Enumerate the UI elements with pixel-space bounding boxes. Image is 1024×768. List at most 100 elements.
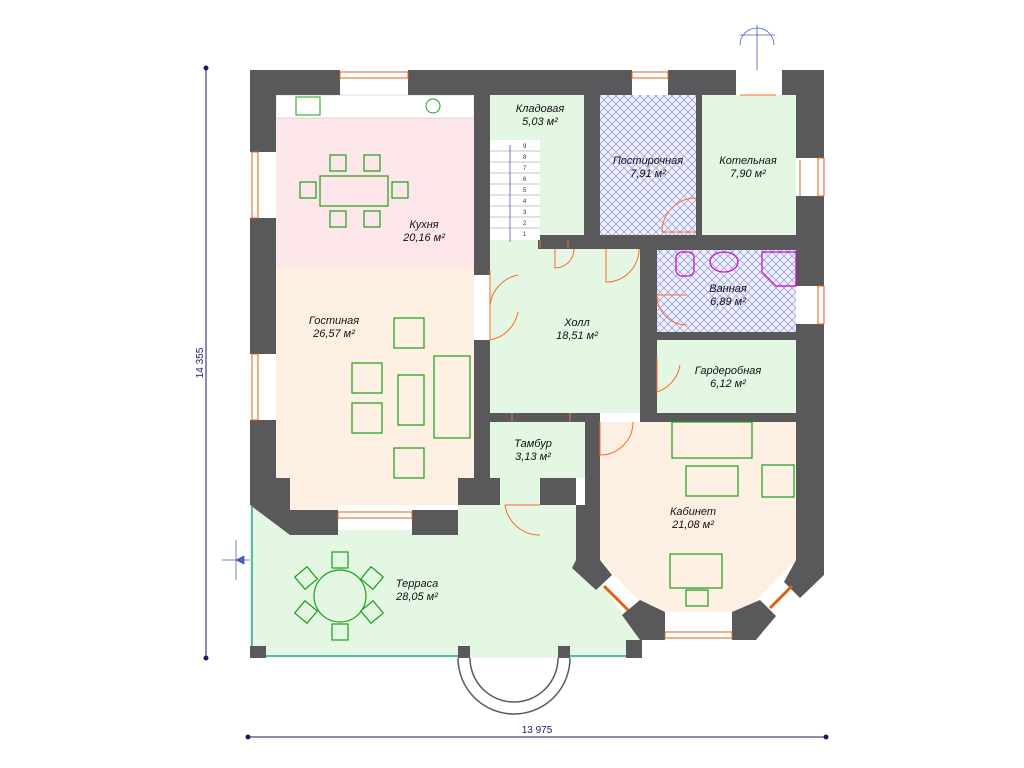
side-entry-arrowhead-icon: [235, 555, 245, 565]
window-top-kitchen: [339, 71, 409, 79]
room-name-kabinet: Кабинет: [670, 506, 716, 518]
terrace-post-right: [626, 640, 642, 658]
room-name-terrasa: Терраса: [396, 578, 438, 590]
toilet-icon: [675, 251, 695, 277]
wall-study-left-bay: [572, 505, 612, 590]
window-study-bottom: [664, 631, 733, 639]
shower-icon: [761, 251, 797, 287]
wall-living-left-bay: [250, 478, 338, 535]
stair-step-number: 2: [523, 221, 527, 227]
wall-bath-top: [640, 235, 796, 250]
kitchen-floor: [276, 118, 474, 268]
window-top-laundry: [631, 71, 669, 79]
wall-bath-wardrobe: [657, 332, 796, 340]
bathroom-fixtures: [675, 251, 797, 287]
wall-hall-top: [538, 235, 656, 249]
room-area-gostinaya: 26,57 м²: [312, 328, 355, 340]
window-study-right-diag: [768, 584, 794, 610]
porch-inner-arc: [469, 657, 559, 703]
wall-hall-right: [640, 235, 657, 415]
dimension-lines: [203, 65, 829, 740]
room-name-holl: Холл: [563, 317, 589, 329]
terrace-floor: [250, 478, 640, 658]
windows: [251, 71, 825, 657]
room-name-kotelnaya: Котельная: [719, 155, 777, 167]
back-entry-arrow-icon: [739, 25, 775, 70]
laundry-floor: [600, 95, 696, 235]
room-name-postirochnaya: Постирочная: [613, 155, 683, 167]
study-floor: [600, 422, 796, 612]
room-name-garderobnaya: Гардеробная: [695, 365, 762, 377]
wall-right-1: [796, 70, 824, 158]
door-hall-bath: [605, 248, 640, 283]
stair-step-number: 1: [523, 232, 527, 238]
door-entry: [504, 504, 541, 536]
terrace-post-left: [250, 646, 266, 658]
room-area-kabinet: 21,08 м²: [671, 519, 714, 531]
stair-block: [490, 140, 540, 240]
wall-study-bottom-left: [622, 600, 665, 640]
doors: [489, 94, 776, 536]
wardrobe-floor: [657, 340, 796, 415]
room-area-kladovaya: 5,03 м²: [522, 116, 558, 128]
kitchen-dining-table: [299, 154, 409, 228]
window-living-bay: [337, 511, 413, 519]
stair-step-number: 7: [523, 166, 527, 172]
room-area-kotelnaya: 7,90 м²: [730, 168, 766, 180]
wall-laundry-boiler: [696, 95, 702, 235]
door-laundry: [661, 197, 697, 233]
wall-left-1: [250, 70, 276, 152]
porch-outer-arc: [457, 657, 571, 715]
door-study: [599, 421, 634, 456]
height-dimension-label: 14 355: [195, 347, 206, 378]
room-area-terrasa: 28,05 м²: [395, 591, 438, 603]
floor-fills: [250, 94, 796, 658]
door-hall-storage: [554, 248, 575, 269]
wall-top-mid: [408, 70, 632, 95]
width-dimension-label: 13 975: [522, 725, 553, 736]
terrace-post-mid-1: [458, 646, 470, 658]
wall-left-2: [250, 218, 276, 354]
room-area-postirochnaya: 7,91 м²: [630, 168, 666, 180]
vestibule-floor: [490, 422, 585, 478]
stair-step-number: 8: [523, 155, 527, 161]
wall-storage-laundry: [584, 95, 600, 235]
window-left-living: [251, 353, 259, 421]
wall-right-3: [796, 324, 824, 570]
window-left-kitchen: [251, 151, 259, 219]
living-floor: [276, 268, 474, 510]
wall-hall-bottom: [490, 413, 600, 422]
room-area-vannaya: 6,89 м²: [710, 296, 746, 308]
sink-icon: [425, 98, 441, 114]
room-area-kuhnya: 20,16 м²: [402, 232, 445, 244]
terrace-post-mid-2: [558, 646, 570, 658]
furniture: [293, 96, 797, 641]
room-name-kladovaya: Кладовая: [516, 103, 565, 115]
wall-entry-right: [540, 478, 576, 505]
living-room-set: [351, 317, 471, 479]
window-study-left-diag: [602, 584, 630, 612]
stairs: 9 8 7 6 5 4 3 2 1: [490, 140, 540, 242]
room-area-tambur: 3,13 м²: [515, 451, 551, 463]
bath-floor: [657, 250, 796, 332]
wall-wardrobe-bottom: [640, 413, 796, 422]
bathroom-sink-icon: [709, 251, 739, 273]
stair-step-number: 6: [523, 177, 527, 183]
entry-arrows: [222, 25, 775, 580]
stair-step-number: 4: [523, 199, 527, 205]
wall-vestibule-study: [585, 413, 600, 505]
terrace-round-table: [293, 551, 385, 641]
window-right-boiler: [817, 157, 825, 197]
wall-entry-left: [474, 478, 500, 505]
wall-right-2: [796, 196, 824, 286]
walls: [250, 70, 824, 658]
wall-study-right-bay: [784, 560, 824, 598]
door-storage: [539, 240, 569, 248]
partitions: [474, 95, 796, 505]
study-furniture: [669, 421, 795, 607]
wall-kitchen-hall: [474, 95, 490, 275]
door-bath: [656, 294, 688, 326]
room-name-vannaya: Ванная: [709, 283, 747, 295]
stair-step-number: 3: [523, 210, 527, 216]
